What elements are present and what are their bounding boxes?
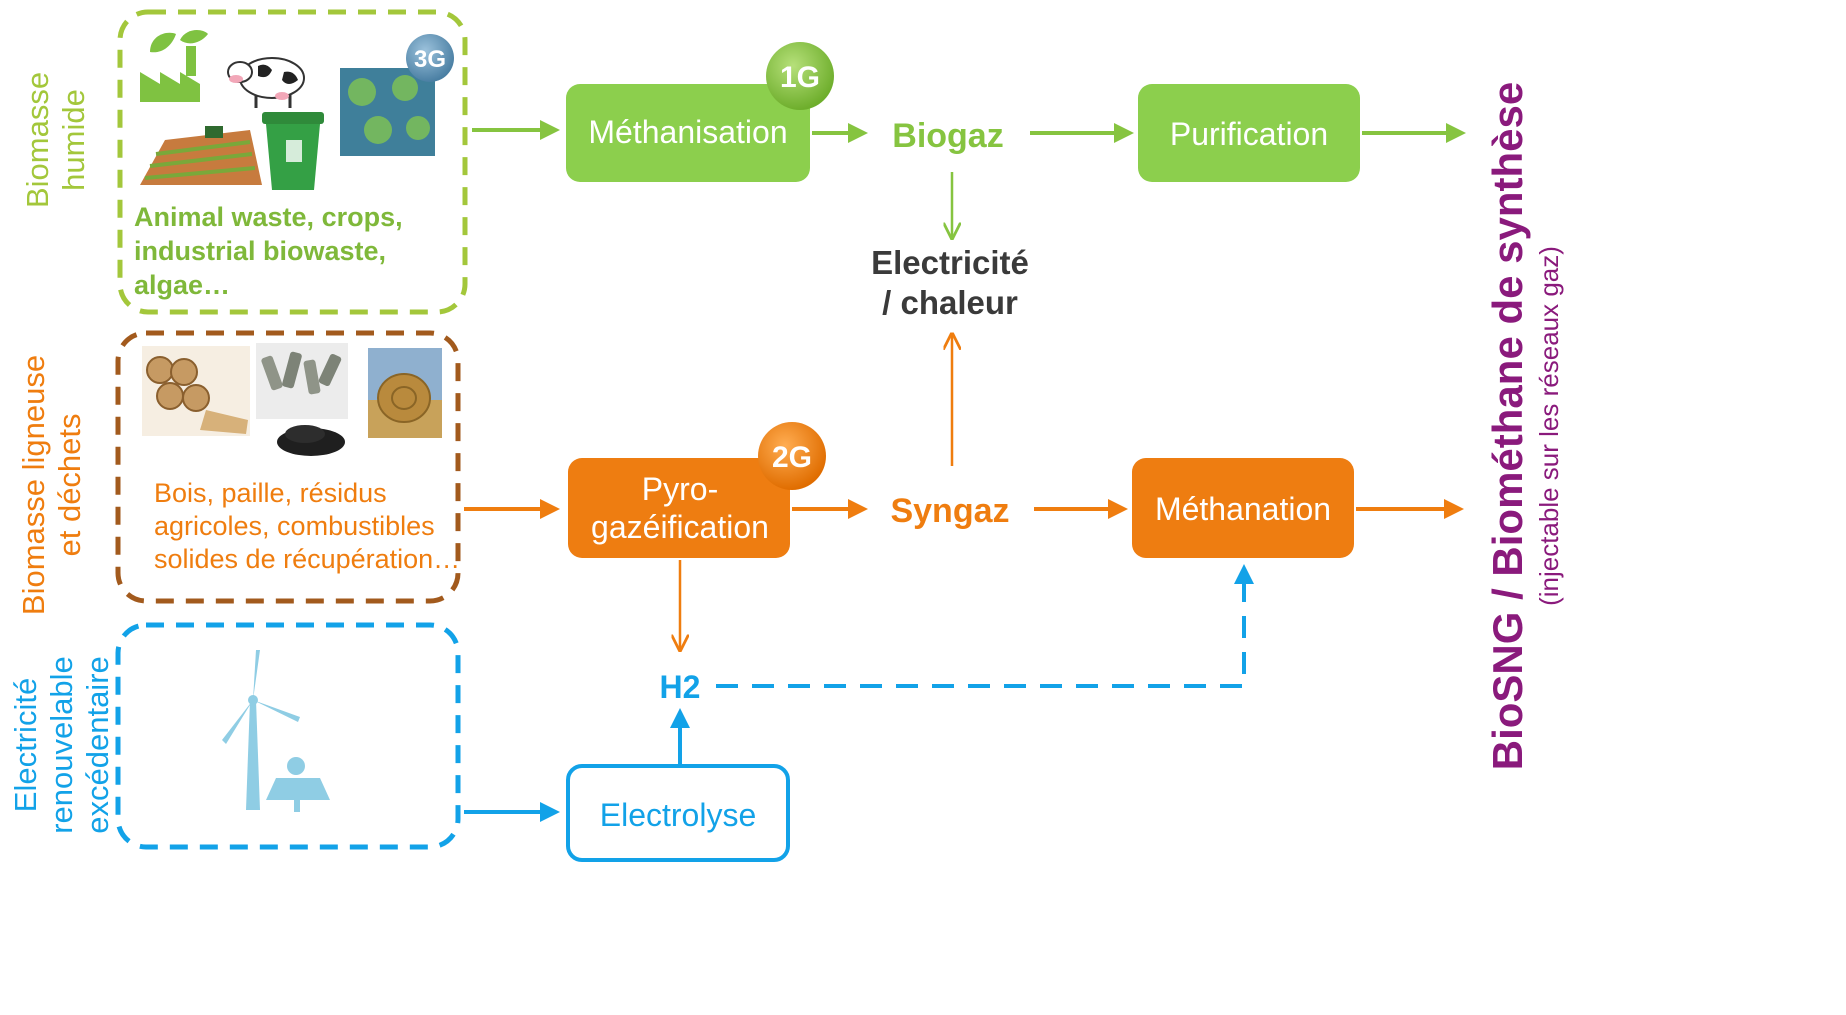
renewable-electricity-label-line3: excédentaire [80, 656, 115, 834]
renewable-electricity-label-line1: Electricité [8, 678, 43, 812]
electricity-heat-line1: Electricité [871, 244, 1029, 281]
woody-biomass-caption-line3: solides de récupération… [154, 544, 460, 574]
badge-2g: 2G [758, 422, 826, 490]
pyro-label-line2: gazéification [591, 509, 769, 545]
woody-biomass-caption-line2: agricoles, combustibles [154, 511, 435, 541]
output-title: BioSNG / Biométhane de synthèse [1484, 82, 1531, 771]
methanisation-label: Méthanisation [588, 114, 787, 150]
wet-biomass-frame [117, 9, 468, 315]
wet-biomass-label-line1: Biomasse [20, 72, 55, 208]
wet-biomass-group: 3G Animal waste, crops, industrial biowa… [117, 9, 468, 315]
electricity-heat-line2: / chaleur [882, 284, 1018, 321]
wet-biomass-caption-line3: algae… [134, 270, 230, 300]
badge-1g: 1G [766, 42, 834, 110]
wet-biomass-caption-line2: industrial biowaste, [134, 236, 386, 266]
renewable-electricity-frame [115, 622, 461, 850]
woody-biomass-label-line1: Biomasse ligneuse [16, 355, 51, 615]
wind-turbine-icon [222, 650, 300, 810]
methanisation-box: Méthanisation [566, 84, 810, 182]
renewable-electricity-label-line2: renouvelable [44, 656, 79, 834]
h2-label: H2 [660, 669, 701, 705]
wet-biomass-label-line2: humide [56, 89, 91, 191]
woody-biomass-caption-line1: Bois, paille, résidus [154, 478, 387, 508]
woody-biomass-frame [115, 330, 461, 604]
badge-3g: 3G [406, 34, 454, 82]
woody-biomass-label-line2: et déchets [52, 413, 87, 556]
pellets-icon [256, 343, 348, 419]
syngaz-label: Syngaz [890, 492, 1009, 530]
purification-label: Purification [1170, 116, 1328, 152]
renewable-electricity-label: Electricité renouvelable excédentaire [8, 656, 115, 834]
algae-icon [340, 68, 435, 156]
char-pile-icon [277, 425, 345, 456]
solar-panel-icon [266, 757, 330, 812]
renewable-electricity-group [115, 622, 461, 850]
methanation-box: Méthanation [1132, 458, 1354, 558]
wet-biomass-caption-line1: Animal waste, crops, [134, 202, 403, 232]
woody-biomass-label: Biomasse ligneuse et déchets [16, 355, 87, 615]
pyro-label-line1: Pyro- [642, 471, 718, 507]
pyro-gazeification-box: Pyro- gazéification [568, 458, 790, 558]
factory-leaf-icon [140, 30, 208, 102]
badge-2g-text: 2G [772, 441, 812, 474]
field-tractor-icon [140, 126, 262, 185]
biogaz-label: Biogaz [892, 117, 1003, 155]
woody-biomass-group: Bois, paille, résidus agricoles, combust… [115, 330, 461, 604]
arrow-h2-to-methanation [716, 564, 1254, 688]
waste-bin-icon [262, 112, 324, 190]
wet-biomass-label: Biomasse humide [20, 72, 91, 208]
electrolyse-label: Electrolyse [600, 797, 757, 833]
methanation-label: Méthanation [1155, 491, 1331, 527]
purification-box: Purification [1138, 84, 1360, 182]
electrolyse-box: Electrolyse [566, 764, 790, 862]
badge-3g-text: 3G [414, 46, 446, 73]
output-subtitle: (injectable sur les réseaux gaz) [1534, 246, 1564, 606]
output-label: BioSNG / Biométhane de synthèse (injecta… [1484, 82, 1564, 771]
wood-logs-icon [142, 346, 250, 436]
hay-bale-icon [368, 348, 442, 438]
badge-1g-text: 1G [780, 61, 820, 94]
cow-icon [227, 57, 305, 108]
